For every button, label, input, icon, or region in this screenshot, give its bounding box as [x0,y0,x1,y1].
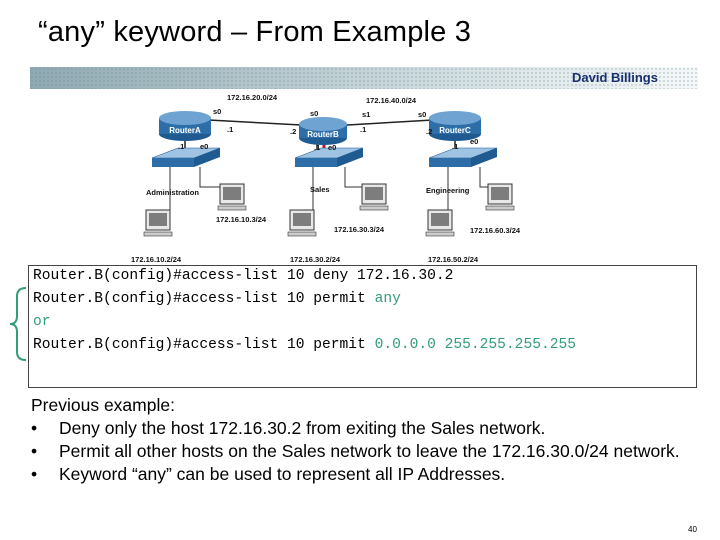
bullet-item: • Keyword “any” can be used to represent … [31,463,701,486]
if-c-s0: s0 [418,110,426,119]
host-172-16-30-3-icon [359,183,389,211]
or-label: or [33,314,51,330]
bullet-dot-icon: • [31,464,38,484]
acl-line-permit-any-command: Router.B(config)#access-list 10 permit [33,291,375,307]
wildcard-keyword: 0.0.0.0 255.255.255.255 [374,337,576,353]
host-172-16-60-3-icon [485,183,515,211]
or-brace [9,287,27,361]
if-b-dot1: .1 [360,125,366,134]
host-50-2-label: 172.16.50.2/24 [428,255,479,264]
host-172-16-30-2-icon [287,209,317,237]
host-30-3-label: 172.16.30.3/24 [334,225,385,234]
host-10-3-label: 172.16.10.3/24 [216,215,267,224]
any-keyword: any [374,291,401,307]
host-30-2-label: 172.16.30.2/24 [290,255,341,264]
if-a-s0: s0 [213,107,221,116]
bullet-text: Keyword “any” can be used to represent a… [59,464,506,484]
host-172-16-10-3-icon [217,183,247,211]
acl-line-deny: Router.B(config)#access-list 10 deny 172… [33,268,454,284]
switch-sales-icon [294,147,364,167]
lan-administration-label: Administration [146,188,199,197]
header-banner-texture [30,67,698,89]
if-b-s0: s0 [310,109,318,118]
router-b-icon: RouterB [299,117,347,145]
acl-line-permit-any: Router.B(config)#access-list 10 permit a… [33,291,401,307]
if-a-e0-dot1: .1 [178,142,184,151]
if-a-e0: e0 [200,142,208,151]
bullet-dot-icon: • [31,418,38,438]
lan-engineering-label: Engineering [426,186,470,195]
notes: Previous example: • Deny only the host 17… [31,394,701,486]
acl-code-box: Router.B(config)#access-list 10 deny 172… [28,265,697,388]
notes-heading: Previous example: [31,395,175,415]
author-name: David Billings [572,70,658,85]
net-label-40: 172.16.40.0/24 [366,96,417,105]
switch-administration-icon [151,147,221,167]
router-a-icon: RouterA [159,111,211,141]
network-diagram: RouterA RouterB RouterC [131,93,521,264]
lan-sales-label: Sales [310,185,330,194]
if-b-e0-dot1: .1 [314,143,320,152]
host-60-3-label: 172.16.60.3/24 [470,226,521,235]
router-b-label: RouterB [307,130,339,139]
if-b-e0: e0 [328,143,336,152]
router-c-icon: RouterC [429,111,481,141]
page-number: 40 [688,525,697,534]
bullet-item: • Permit all other hosts on the Sales net… [31,440,701,463]
if-c-e0: e0 [470,137,478,146]
router-a-label: RouterA [169,126,201,135]
bullet-text: Deny only the host 172.16.30.2 from exit… [59,418,546,438]
acl-line-permit-wildcard-command: Router.B(config)#access-list 10 permit [33,337,375,353]
bullet-dot-icon: • [31,441,38,461]
bullet-text: Permit all other hosts on the Sales netw… [59,441,680,461]
if-a-dot1: .1 [227,125,233,134]
header-banner [30,67,698,89]
router-c-label: RouterC [439,126,471,135]
net-label-20: 172.16.20.0/24 [227,93,278,102]
if-b-s1: s1 [362,110,370,119]
bullet-item: • Deny only the host 172.16.30.2 from exi… [31,417,701,440]
acl-line-permit-wildcard: Router.B(config)#access-list 10 permit 0… [33,337,576,353]
slide-title: “any” keyword – From Example 3 [38,16,472,48]
host-10-2-label: 172.16.10.2/24 [131,255,182,264]
if-c-e0-dot1: .1 [452,142,458,151]
if-b-dot2: .2 [290,127,296,136]
host-172-16-50-2-icon [425,209,455,237]
host-172-16-10-2-icon [143,209,173,237]
switch-engineering-icon [428,147,498,167]
if-c-dot2: .2 [426,127,432,136]
